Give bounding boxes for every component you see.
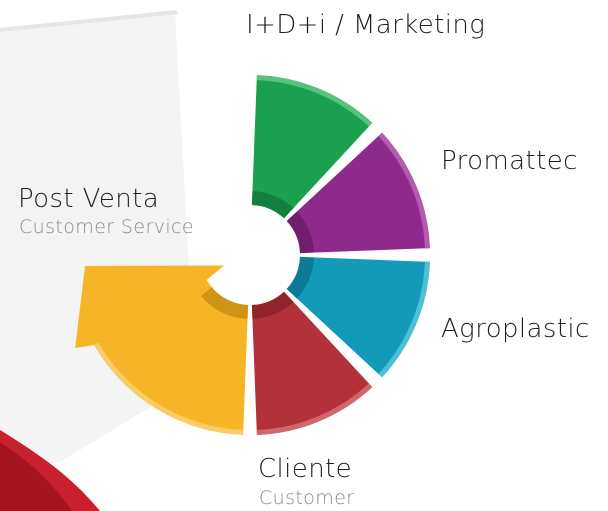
segment-post-venta-body bbox=[75, 265, 249, 435]
background-decoration bbox=[0, 10, 195, 511]
label-agroplastic: Agroplastic bbox=[441, 314, 590, 344]
background-sheet-edge bbox=[0, 10, 178, 32]
segment-agroplastic-outer-rim bbox=[378, 261, 430, 378]
label-post-venta: Post Venta bbox=[18, 184, 160, 214]
label-cliente: Cliente bbox=[258, 454, 353, 484]
sublabel-customer: Customer bbox=[259, 487, 355, 509]
segment-cliente-outer-rim bbox=[256, 383, 373, 435]
background-red-ribbon-shade bbox=[0, 442, 72, 511]
segment-promattec-outer-rim bbox=[378, 132, 430, 249]
segment-promattec bbox=[286, 132, 430, 254]
segment-idi-marketing bbox=[251, 75, 373, 219]
segment-cliente-inner-shadow bbox=[251, 291, 294, 319]
label-idi-marketing: I+D+i / Marketing bbox=[246, 10, 486, 40]
segment-post-venta-arrow bbox=[75, 265, 249, 435]
segment-idi-outer-rim bbox=[256, 75, 373, 127]
segment-post-venta-inner-shadow bbox=[201, 287, 249, 319]
segment-promattec-inner-shadow bbox=[286, 211, 314, 254]
segment-agroplastic-body bbox=[286, 256, 430, 378]
segment-agroplastic bbox=[286, 256, 430, 378]
segment-cliente bbox=[251, 291, 373, 435]
label-promattec: Promattec bbox=[441, 146, 578, 176]
segment-cliente-body bbox=[251, 291, 373, 435]
sublabel-customer-service: Customer Service bbox=[19, 216, 194, 238]
segment-idi-body bbox=[251, 75, 373, 219]
segment-agroplastic-inner-shadow bbox=[286, 256, 314, 299]
segment-promattec-body bbox=[286, 132, 430, 254]
segment-idi-inner-shadow bbox=[251, 191, 294, 219]
